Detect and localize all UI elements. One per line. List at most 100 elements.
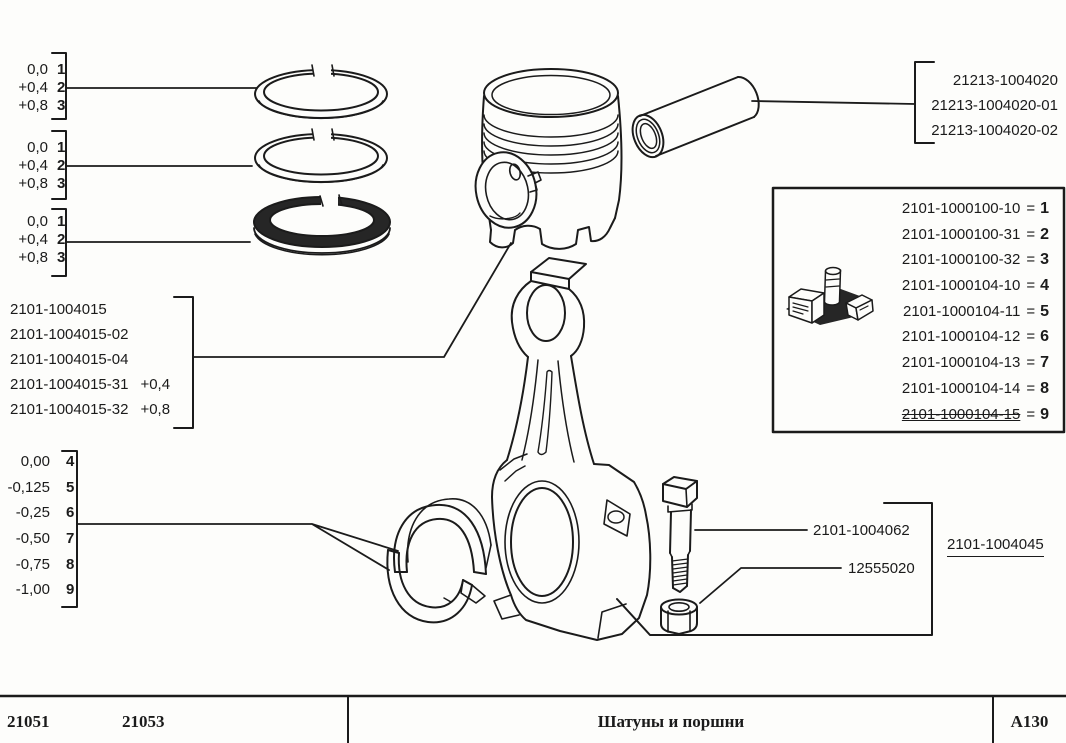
part-number: 2101-1000104-10	[901, 277, 1021, 295]
bearing-index: 7	[66, 530, 75, 548]
equals-sign: =	[1026, 328, 1036, 346]
model-code-1: 21051	[7, 712, 50, 731]
ring-tolerance-group-1: 0,0 1 +0,4 2 +0,8 3	[6, 60, 86, 114]
bearing-index: 4	[66, 453, 75, 471]
part-number: 21213-1004020	[952, 72, 1058, 89]
rod-nut-drawing	[660, 598, 698, 635]
tolerance-row: 0,0 1	[6, 212, 86, 230]
part-number-row: 2101-1004015	[10, 297, 170, 322]
kit-row: 2101-1000104-15 =9	[902, 402, 1049, 428]
tolerance-value: +0,8	[18, 174, 48, 192]
rod-bolt-drawing	[662, 476, 698, 593]
tolerance-value: +0,4	[18, 156, 48, 174]
tolerance-value: -0,25	[15, 504, 50, 522]
equals-sign: =	[1026, 200, 1036, 217]
ring-group-brackets	[51, 52, 258, 277]
tolerance-row: +0,8 3	[6, 96, 86, 114]
part-number-row: 2101-1004015-32 +0,8	[10, 397, 170, 422]
kit-box	[771, 186, 1066, 434]
nut-part-number: 12555020	[848, 560, 915, 577]
bolt-part-number: 2101-1004062	[813, 522, 910, 539]
kit-row: 2101-1000104-14 =8	[902, 376, 1049, 402]
tolerance-row: -0,125 5	[6, 475, 96, 501]
ring-index: 2	[57, 230, 66, 248]
tolerance-row: -0,75 8	[6, 551, 96, 577]
kit-row: 2101-1000100-10 =1	[902, 196, 1049, 222]
bearing-tolerances-list: 0,00 4 -0,125 5 -0,25 6 -0,50 7 -0,75 8 …	[6, 449, 96, 603]
oversize-suffix: +0,8	[140, 401, 171, 418]
part-number-row: 2101-1004015-04	[10, 347, 170, 372]
kit-row: 2101-1000104-12 =6	[902, 324, 1049, 350]
tolerance-row: +0,4 2	[6, 230, 86, 248]
ring-index: 1	[57, 138, 66, 156]
kit-index: 8	[1040, 379, 1049, 397]
ring-index: 3	[57, 96, 66, 114]
part-number: 2101-1004015-04	[10, 351, 129, 368]
ring-index: 1	[57, 212, 66, 230]
tolerance-value: +0,8	[18, 248, 48, 266]
footer-rules	[0, 694, 1066, 743]
model-code-2: 21053	[122, 712, 165, 731]
part-number: 21213-1004020-02	[931, 122, 1058, 139]
ring-index: 3	[57, 248, 66, 266]
piston-pin-drawing	[631, 75, 760, 159]
part-number: 2101-1000100-31	[901, 225, 1021, 243]
part-number: 21213-1004020-01	[931, 97, 1058, 114]
pin-variants-list: 21213-1004020 21213-1004020-01 21213-100…	[931, 68, 1058, 143]
tolerance-row: +0,4 2	[6, 156, 86, 174]
part-number: 2101-1000104-13	[901, 354, 1021, 372]
kit-index: 7	[1040, 354, 1049, 372]
part-number: 2101-1000104-14	[901, 379, 1021, 397]
tolerance-row: -0,50 7	[6, 526, 96, 552]
part-number: 2101-1004015-32	[10, 401, 129, 418]
tolerance-value: +0,4	[18, 230, 48, 248]
tolerance-value: 0,0	[27, 138, 48, 156]
kit-index: 9	[1040, 405, 1049, 423]
tolerance-value: 0,0	[27, 212, 48, 230]
bearing-index: 9	[66, 581, 75, 599]
tolerance-value: +0,8	[18, 96, 48, 114]
page-title: Шатуны и поршни	[597, 712, 745, 731]
part-number-row: 2101-1004015-02	[10, 322, 170, 347]
equals-sign: =	[1026, 251, 1036, 269]
bearing-index: 6	[66, 504, 75, 522]
connecting-rod-drawing	[491, 257, 652, 641]
tolerance-value: -0,50	[15, 530, 50, 548]
part-number: 2101-1004015-02	[10, 326, 129, 343]
parts-kit-icon	[786, 266, 874, 325]
sheet-code: A130	[1010, 712, 1049, 731]
part-number: 2101-1000104-12	[901, 328, 1021, 346]
kit-row: 2101-1000104-13 =7	[902, 350, 1049, 376]
compression-ring-1-drawing	[254, 60, 388, 120]
part-number-discontinued: 2101-1000104-15	[901, 405, 1021, 423]
rod-assembly-part-number: 2101-1004045	[947, 536, 1044, 557]
kit-row: 2101-1000100-31 =2	[902, 222, 1049, 248]
kit-row: 2101-1000104-11=5	[902, 299, 1049, 325]
part-number: 2101-1000100-10	[901, 200, 1021, 217]
ring-index: 2	[57, 78, 66, 96]
piston-variants-list: 2101-1004015 2101-1004015-02 2101-100401…	[10, 297, 170, 422]
oil-ring-drawing	[253, 190, 391, 256]
equals-sign: =	[1026, 379, 1036, 397]
kit-index: 4	[1040, 277, 1049, 295]
callout-leaders	[616, 502, 933, 636]
part-number: 2101-1000100-32	[901, 251, 1021, 269]
equals-sign: =	[1026, 225, 1036, 243]
tolerance-row: +0,4 2	[6, 78, 86, 96]
bearing-tolerances-bracket	[61, 450, 399, 608]
tolerance-value: 0,00	[20, 453, 50, 471]
tolerance-row: +0,8 3	[6, 174, 86, 192]
tolerance-value: 0,0	[27, 60, 48, 78]
tolerance-row: +0,8 3	[6, 248, 86, 266]
kit-index: 6	[1040, 328, 1049, 346]
piston-drawing	[474, 68, 623, 250]
equals-sign: =	[1026, 354, 1036, 372]
ring-tolerance-group-2: 0,0 1 +0,4 2 +0,8 3	[6, 138, 86, 192]
tolerance-value: -0,75	[15, 555, 50, 573]
kit-index: 2	[1040, 225, 1049, 243]
ring-index: 2	[57, 156, 66, 174]
tolerance-row: 0,0 1	[6, 60, 86, 78]
oversize-suffix: +0,4	[140, 376, 171, 393]
equals-sign: =	[1026, 405, 1036, 423]
kit-index: 1	[1040, 200, 1049, 217]
